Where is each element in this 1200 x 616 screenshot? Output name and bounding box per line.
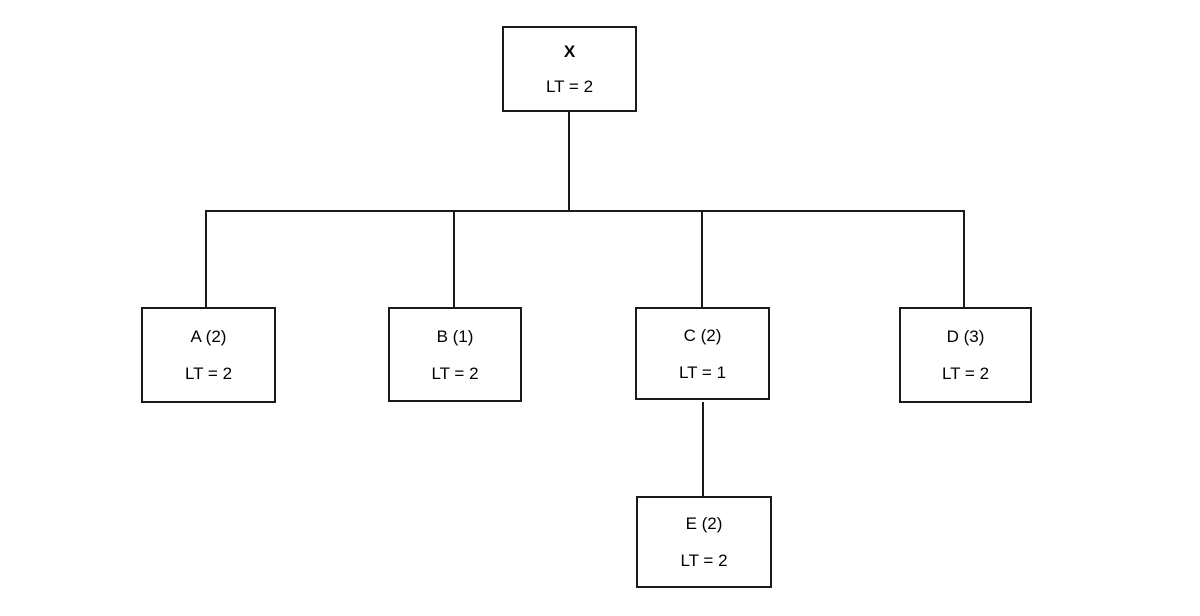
node-C-leadtime: LT = 1 bbox=[678, 362, 727, 382]
node-E: E (2) LT = 2 bbox=[636, 496, 772, 588]
edge-c-e bbox=[702, 402, 704, 496]
node-B: B (1) LT = 2 bbox=[388, 307, 522, 402]
edge-x-a bbox=[205, 211, 207, 307]
edge-bus bbox=[205, 210, 965, 212]
node-B-leadtime: LT = 2 bbox=[431, 363, 479, 383]
node-X: X LT = 2 bbox=[502, 26, 637, 112]
node-A-leadtime: LT = 2 bbox=[184, 364, 233, 383]
edge-x-stem bbox=[568, 112, 570, 211]
node-X-leadtime: LT = 2 bbox=[545, 77, 594, 96]
edge-x-d bbox=[963, 211, 965, 307]
node-D-leadtime: LT = 2 bbox=[941, 364, 990, 383]
node-C-title: C (2) bbox=[683, 325, 722, 345]
edge-x-c bbox=[701, 211, 703, 307]
node-D-title: D (3) bbox=[946, 327, 985, 346]
node-E-leadtime: LT = 2 bbox=[680, 551, 728, 570]
edge-x-b bbox=[453, 211, 455, 307]
node-D: D (3) LT = 2 bbox=[899, 307, 1032, 403]
node-E-title: E (2) bbox=[685, 514, 723, 533]
node-X-title: X bbox=[563, 42, 576, 61]
node-C: C (2) LT = 1 bbox=[635, 307, 770, 400]
node-A-title: A (2) bbox=[190, 327, 227, 346]
node-B-title: B (1) bbox=[436, 326, 474, 346]
node-A: A (2) LT = 2 bbox=[141, 307, 276, 403]
